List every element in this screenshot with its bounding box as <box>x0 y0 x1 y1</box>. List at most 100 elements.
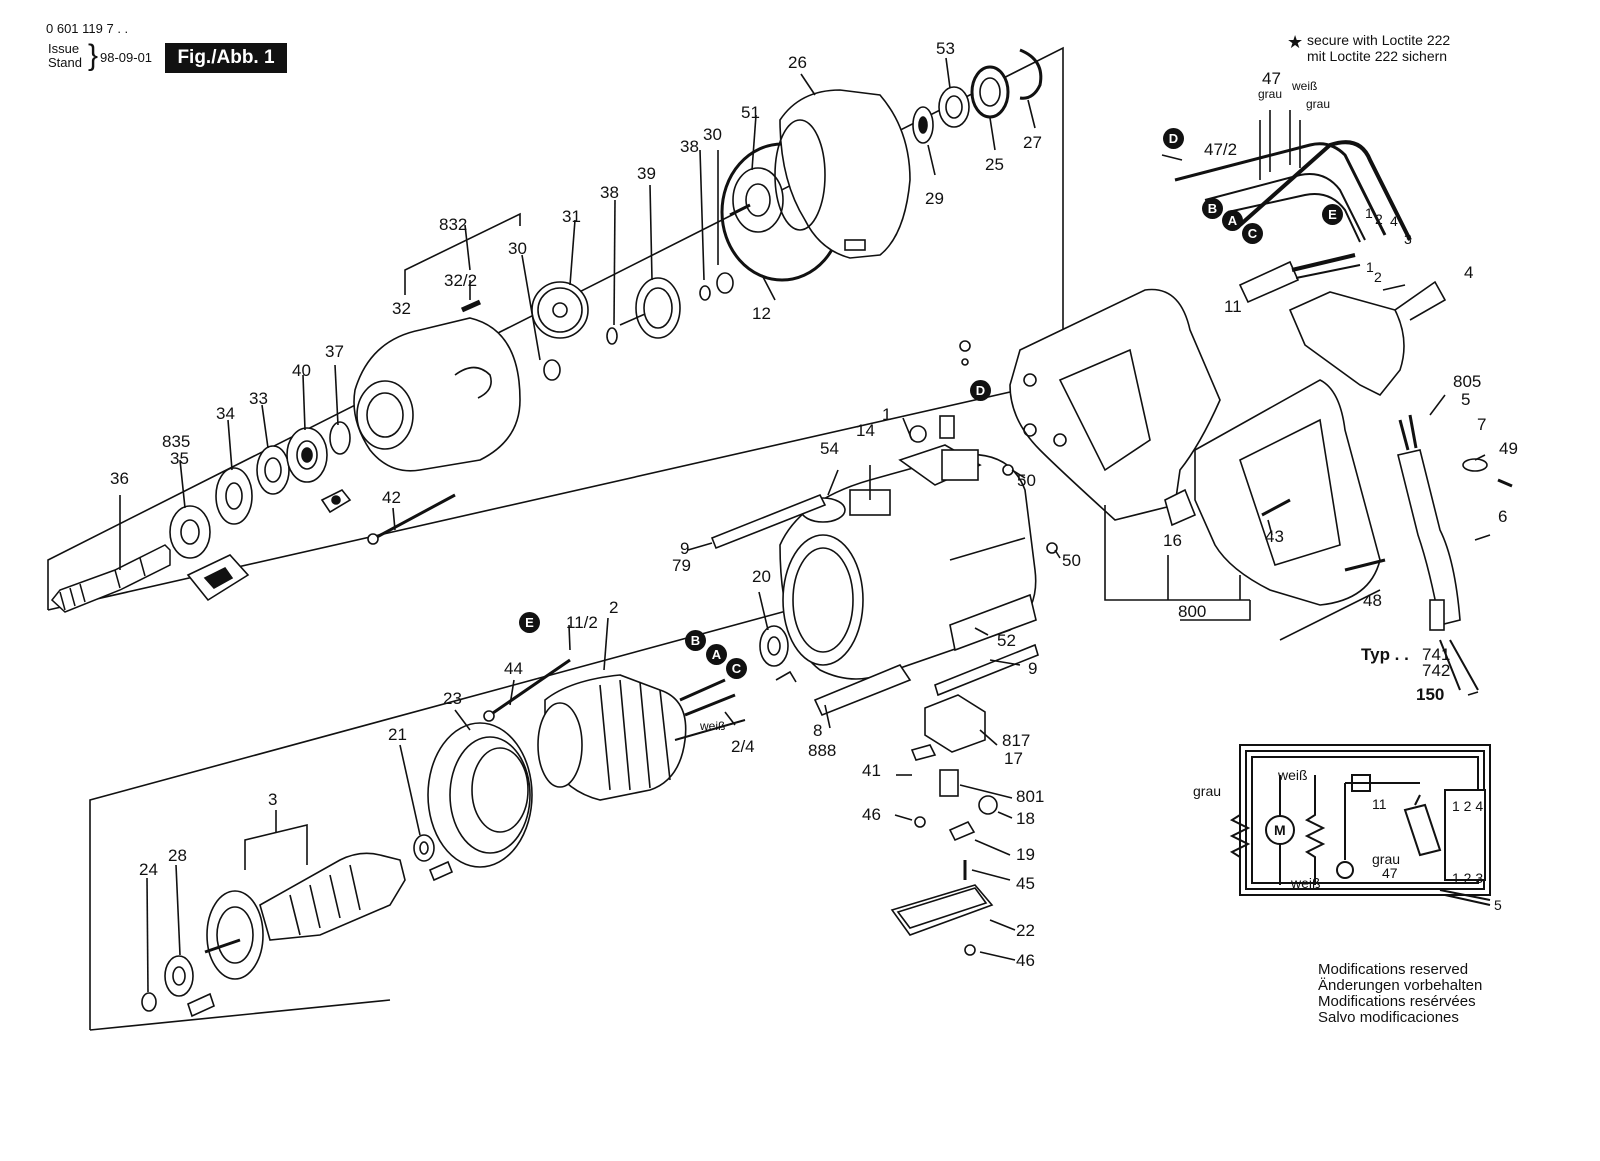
footer-line-3: Modifications resérvées <box>1318 993 1476 1010</box>
callout-150: 150 <box>1416 685 1445 704</box>
type-742: 742 <box>1422 661 1451 680</box>
callout-8: 8 <box>813 721 823 740</box>
marker-e: E <box>519 612 540 633</box>
schematic-11: 11 <box>1372 796 1387 812</box>
callout-47-2: 47/2 <box>1204 140 1238 159</box>
callout-47: 47 <box>1262 69 1281 88</box>
wire-3: 3 <box>1404 231 1412 247</box>
callout-805: 805 <box>1453 372 1482 391</box>
loctite-note: ★secure with Loctite 222 mit Loctite 222… <box>1287 32 1451 64</box>
wire-1b: 1 <box>1366 259 1374 275</box>
callout-29: 29 <box>925 189 944 208</box>
switch-terminals-bottom: 1 2 3 <box>1452 870 1484 886</box>
gear-housing <box>353 317 521 472</box>
schematic-5: 5 <box>1494 897 1502 913</box>
spindle-part <box>50 544 171 613</box>
callout-34: 34 <box>216 404 235 423</box>
callout-31: 31 <box>562 207 581 226</box>
issue-date: 98-09-01 <box>100 50 153 65</box>
callout-37: 37 <box>325 342 344 361</box>
note-line-2: mit Loctite 222 sichern <box>1307 48 1448 64</box>
armature <box>204 852 406 980</box>
type-label: Typ . . <box>1361 645 1409 664</box>
wire-4: 4 <box>1390 213 1398 229</box>
footer-notes: Modifications reserved Änderungen vorbeh… <box>1318 962 1482 1026</box>
star-icon: ★ <box>1287 32 1304 52</box>
callout-30: 30 <box>703 125 722 144</box>
part-number: 0 601 119 7 . . <box>46 21 129 36</box>
callout-18: 18 <box>1016 809 1035 828</box>
wire-2: 2 <box>1375 211 1383 227</box>
wire-color-weiss: weiß <box>700 719 726 733</box>
callout-35: 35 <box>170 449 189 468</box>
callout-38: 38 <box>680 137 699 156</box>
footer-line-4: Salvo modificaciones <box>1318 1009 1459 1026</box>
marker-b: B <box>685 630 706 651</box>
callout-40: 40 <box>292 361 311 380</box>
intermediate-flange-26 <box>774 89 911 259</box>
callout-3: 3 <box>268 790 278 809</box>
callout-832: 832 <box>439 215 468 234</box>
marker-e: E <box>1322 204 1343 225</box>
switch-4 <box>1288 291 1405 397</box>
schematic-weiss: weiß <box>1278 767 1308 783</box>
wire-color-grau: grau <box>1258 87 1283 101</box>
callout-14: 14 <box>856 421 875 440</box>
callout-50: 50 <box>1062 551 1081 570</box>
air-guide-ring <box>427 722 533 868</box>
stand-label: Stand <box>48 55 82 70</box>
callout-11-2: 11/2 <box>566 613 598 632</box>
marker-c: C <box>726 658 747 679</box>
callout-42: 42 <box>382 488 401 507</box>
callout-17: 17 <box>1004 749 1023 768</box>
callout-2: 2 <box>609 598 619 617</box>
callout-22: 22 <box>1016 921 1035 940</box>
callout-41: 41 <box>862 761 881 780</box>
callout-46: 46 <box>1016 951 1035 970</box>
pinion-39 <box>619 277 681 339</box>
field-stator <box>537 674 746 801</box>
marker-a: A <box>1222 210 1243 231</box>
lower-assembly-frame <box>89 609 791 1030</box>
callout-50: 50 <box>1017 471 1036 490</box>
marker-c: C <box>1242 223 1263 244</box>
type-741: 741 <box>1422 645 1451 664</box>
callout-27: 27 <box>1023 133 1042 152</box>
callout-26: 26 <box>788 53 807 72</box>
marker-d: D <box>970 380 991 401</box>
gear-31 <box>531 281 589 339</box>
note-line-1: secure with Loctite 222 <box>1307 32 1451 48</box>
callout-39: 39 <box>637 164 656 183</box>
callout-38: 38 <box>600 183 619 202</box>
callout-23: 23 <box>443 689 462 708</box>
callout-817: 817 <box>1002 731 1031 750</box>
callout-79: 79 <box>672 556 691 575</box>
callout-20: 20 <box>752 567 771 586</box>
callout-25: 25 <box>985 155 1004 174</box>
footer-line-2: Änderungen vorbehalten <box>1318 977 1483 994</box>
callout-19: 19 <box>1016 845 1035 864</box>
wire-1: 1 <box>1365 205 1373 221</box>
callout-6: 6 <box>1498 507 1508 526</box>
callout-49: 49 <box>1499 439 1518 458</box>
callout-44: 44 <box>504 659 523 678</box>
callout-32-2: 32/2 <box>444 271 478 290</box>
callout-30: 30 <box>508 239 527 258</box>
callout-43: 43 <box>1265 527 1284 546</box>
wire-2b: 2 <box>1374 269 1382 285</box>
wiring-schematic <box>1229 744 1491 906</box>
wire-color-weiss: weiß <box>1292 79 1318 93</box>
bearing-plate-51 <box>729 167 784 233</box>
callout-52: 52 <box>997 631 1016 650</box>
brace-icon: } <box>88 39 99 72</box>
callout-7: 7 <box>1477 415 1487 434</box>
callout-24: 24 <box>139 860 158 879</box>
callout-45: 45 <box>1016 874 1035 893</box>
callout-28: 28 <box>168 846 187 865</box>
issue-labels: Issue Stand <box>48 42 82 70</box>
callout-12: 12 <box>752 304 771 323</box>
callout-888: 888 <box>808 741 837 760</box>
marker-d: D <box>1163 128 1184 149</box>
callout-32: 32 <box>392 299 411 318</box>
